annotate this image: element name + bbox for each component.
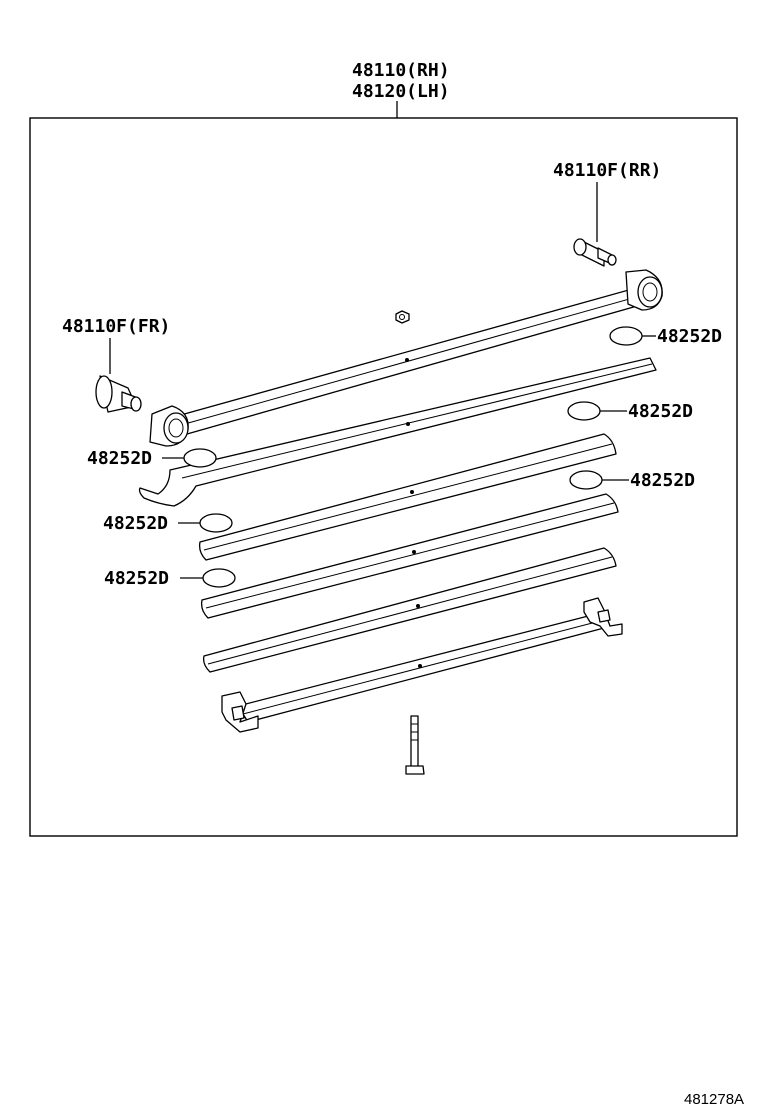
third-leaf-icon <box>198 433 617 561</box>
fourth-leaf-icon <box>200 493 619 619</box>
pad-4-icon <box>183 448 217 468</box>
pad-2-group: 48252D <box>567 401 693 422</box>
pad-5-group: 48252D <box>103 513 233 534</box>
second-leaf-icon <box>138 357 657 507</box>
assembly-lh-label: 48120(LH) <box>352 81 450 102</box>
bushing-rr-label: 48110F(RR) <box>553 160 661 181</box>
reference-code: 481278A <box>684 1091 744 1108</box>
pad-6-group: 48252D <box>104 568 236 589</box>
pad-6-label: 48252D <box>104 568 169 589</box>
pad-1-group: 48252D <box>609 326 722 347</box>
pad-1-icon <box>609 326 643 346</box>
pad-2-label: 48252D <box>628 401 693 422</box>
pad-3-icon <box>569 470 603 490</box>
pad-5-label: 48252D <box>103 513 168 534</box>
center-bolt-icon <box>405 715 425 775</box>
center-nut-icon <box>395 310 410 324</box>
pad-5-icon <box>199 513 233 533</box>
pad-2-icon <box>567 401 601 421</box>
bushing-fr-icon <box>95 375 142 413</box>
assembly-rh-label: 48110(RH) <box>352 60 450 81</box>
pad-4-group: 48252D <box>87 448 217 469</box>
main-leaf-icon <box>149 269 663 447</box>
pad-3-group: 48252D <box>569 470 695 491</box>
bottom-clip-plate-icon <box>221 597 623 733</box>
bushing-rr-icon <box>573 238 617 267</box>
pad-4-label: 48252D <box>87 448 152 469</box>
pad-3-label: 48252D <box>630 470 695 491</box>
pad-1-label: 48252D <box>657 326 722 347</box>
bushing-fr-label: 48110F(FR) <box>62 316 170 337</box>
pad-6-icon <box>202 568 236 588</box>
fifth-leaf-icon <box>202 547 617 673</box>
assembly-frame <box>29 117 738 837</box>
